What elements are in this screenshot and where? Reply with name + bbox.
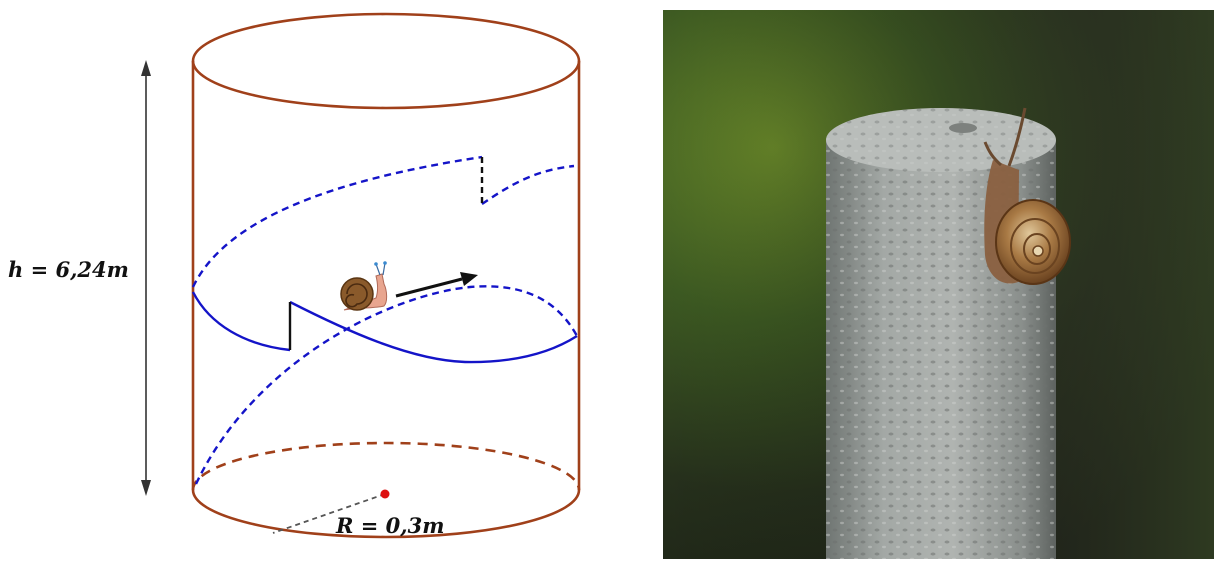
cylinder <box>191 12 581 539</box>
pole <box>826 108 1056 559</box>
path-back-segment-lower <box>194 285 579 485</box>
radius-label: R = 0,3m <box>335 513 444 538</box>
height-dimension-arrow <box>141 60 151 496</box>
snail-tentacle <box>1007 107 1027 167</box>
path-front-segment-right <box>289 300 578 364</box>
snail <box>983 107 1071 285</box>
path-front-segment-left <box>191 291 291 352</box>
path-back-segment-upper <box>191 155 483 288</box>
cylinder-diagram: h = 6,24m R = 0,3m <box>8 12 581 539</box>
seam-jumps <box>288 157 484 350</box>
cylinder-top-ellipse <box>191 12 581 110</box>
center-dot <box>380 489 390 499</box>
snail-photo <box>663 10 1214 559</box>
cylinder-bottom-back-arc <box>191 441 581 491</box>
snail-icon <box>340 261 388 311</box>
snail-path <box>191 155 579 485</box>
radius-line <box>272 493 386 534</box>
snail-shell <box>995 199 1071 285</box>
cylinder-bottom-front-arc <box>191 489 581 539</box>
direction-arrow <box>395 272 478 298</box>
path-back-segment-top <box>481 164 575 205</box>
height-label: h = 6,24m <box>8 257 129 282</box>
